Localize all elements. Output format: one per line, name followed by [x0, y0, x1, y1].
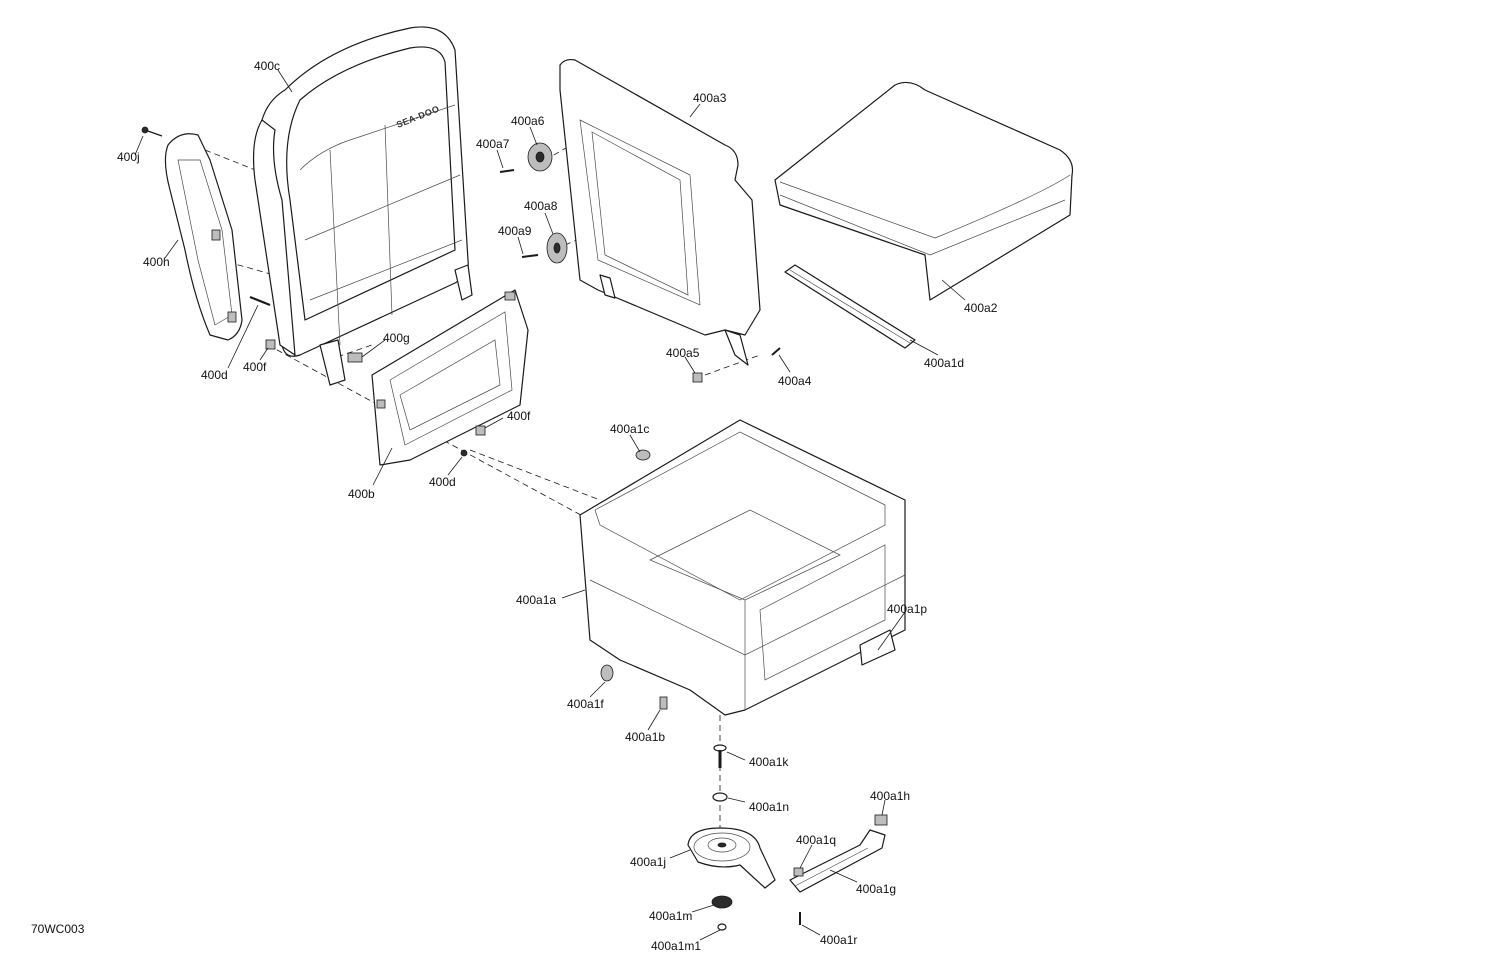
label-400a5: 400a5 — [666, 346, 700, 360]
label-400a9: 400a9 — [498, 224, 532, 238]
backrest-frame-400a3 — [559, 58, 761, 366]
cushion-400a2 — [774, 81, 1074, 301]
label-400c: 400c — [254, 59, 280, 73]
label-400a1m: 400a1m — [649, 909, 692, 923]
label-400a1q: 400a1q — [796, 833, 836, 847]
clip-400f-mid — [475, 425, 486, 436]
clip-400a1q — [793, 867, 804, 877]
leader-lines — [134, 69, 966, 941]
label-400d-upper: 400d — [201, 368, 228, 382]
backrest-400c: SEA-DOO — [252, 26, 473, 386]
label-400a1c: 400a1c — [610, 422, 649, 436]
label-400a1j: 400a1j — [630, 855, 666, 869]
label-400f-upper: 400f — [243, 360, 267, 374]
base-400a1a — [579, 419, 906, 716]
nut-400a1m1 — [717, 923, 727, 931]
label-400a2: 400a2 — [964, 301, 998, 315]
pin-400d-upper — [249, 295, 271, 307]
label-400f-mid: 400f — [507, 409, 531, 423]
label-400a1f: 400a1f — [567, 697, 604, 711]
washer-400d-mid — [460, 449, 468, 457]
label-400h: 400h — [143, 255, 170, 269]
lever-400a1g — [789, 829, 886, 893]
label-400a1a: 400a1a — [516, 593, 556, 607]
screw-400a9 — [521, 254, 539, 258]
label-400a3: 400a3 — [693, 91, 727, 105]
figure-reference: 70WC003 — [31, 922, 85, 936]
side-bracket-400h — [164, 133, 243, 341]
knob-400a8 — [546, 232, 568, 264]
label-400a1r: 400a1r — [820, 933, 857, 947]
label-400a1b: 400a1b — [625, 730, 665, 744]
label-400a1p: 400a1p — [887, 602, 927, 616]
clip-400f-upper — [265, 339, 276, 350]
label-400a1n: 400a1n — [749, 800, 789, 814]
grommet-400a1c — [635, 449, 651, 461]
label-400a1m1: 400a1m1 — [651, 939, 701, 953]
screw-400j — [141, 126, 163, 137]
washer-400a1n — [712, 792, 728, 802]
label-400a1k: 400a1k — [749, 755, 789, 769]
foot-400a1f — [600, 664, 614, 682]
label-400d-mid: 400d — [429, 475, 456, 489]
label-400a8: 400a8 — [524, 199, 558, 213]
swivel-plate-400a1j — [687, 827, 776, 889]
callout-labels: 400c 400a3 400a6 400a7 400j 400a8 400a9 … — [117, 59, 998, 953]
back-panel-400b — [371, 289, 529, 466]
label-400a1g: 400a1g — [856, 882, 896, 896]
label-400a1d: 400a1d — [924, 356, 964, 370]
label-400a4: 400a4 — [778, 374, 812, 388]
label-400a7: 400a7 — [476, 137, 510, 151]
bolt-400a1b — [659, 696, 668, 710]
bolt-400a1k — [713, 744, 727, 768]
strip-400a1d — [784, 264, 916, 349]
clip-400g — [347, 352, 363, 363]
wheel-400a1m — [711, 895, 733, 909]
screw-400a7 — [499, 169, 515, 173]
label-400a1h: 400a1h — [870, 789, 910, 803]
label-400b: 400b — [348, 487, 375, 501]
label-400g: 400g — [383, 331, 410, 345]
knob-400a6 — [527, 142, 553, 172]
label-400j: 400j — [117, 150, 140, 164]
label-400a6: 400a6 — [511, 114, 545, 128]
clip-400a1h — [874, 814, 888, 826]
nut-400a5 — [692, 372, 703, 383]
screw-400a4 — [771, 347, 781, 356]
